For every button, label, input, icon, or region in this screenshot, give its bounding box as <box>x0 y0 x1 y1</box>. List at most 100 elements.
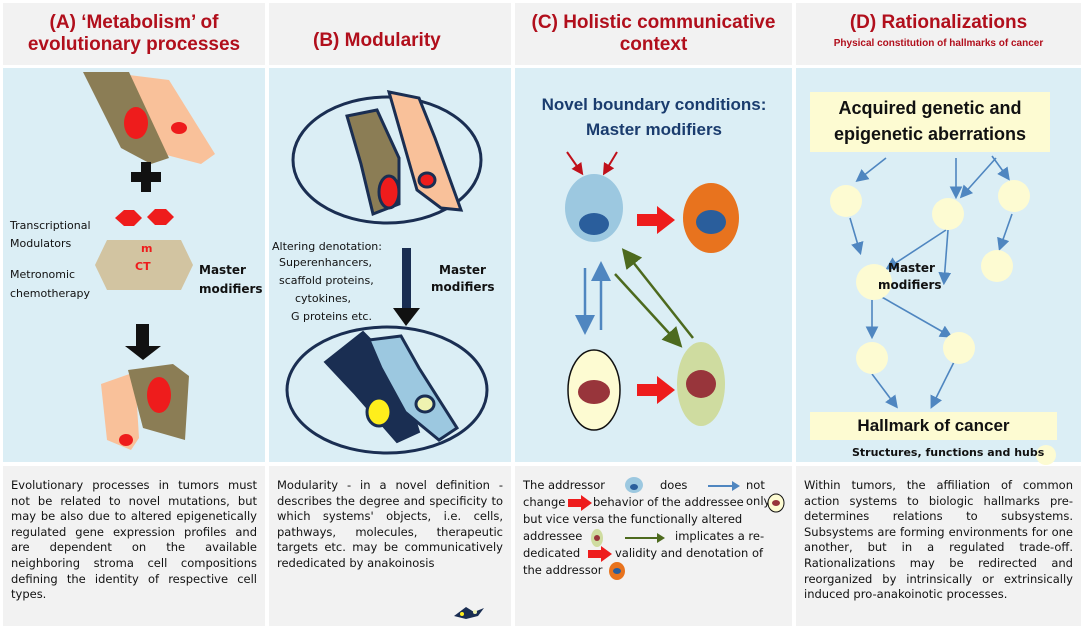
peach-cell-top <box>121 74 215 164</box>
c-text-dedicated: dedicated <box>523 546 581 560</box>
red-nucleus <box>124 107 148 139</box>
down-arrow-icon <box>136 324 149 348</box>
aberrations-line1: Acquired genetic and <box>838 98 1022 118</box>
panel-a-title-line1: (A) ‘Metabolism’ of <box>49 12 219 33</box>
label-modulators: Modulators <box>10 237 72 250</box>
network-arrow <box>879 295 953 338</box>
panel-c-title-line1: (C) Holistic communicative <box>531 12 776 33</box>
panel-a-illustration: Transcriptional Modulators Metronomic ch… <box>3 68 265 462</box>
red-nucleus <box>377 174 401 210</box>
altered-addressee-mini-icon <box>591 529 603 547</box>
peach-cell <box>386 90 464 212</box>
panel-d-subtitle: Physical constitution of hallmarks of ca… <box>833 38 1044 49</box>
network-arrow <box>885 229 947 270</box>
addressee-mini-icon <box>767 493 785 513</box>
hub-node <box>830 185 862 217</box>
panel-b-header: (B) Modularity <box>269 3 511 65</box>
network-arrow <box>871 373 898 409</box>
modifiers-label: modifiers <box>199 282 263 296</box>
master-label: Master <box>439 263 486 277</box>
anakoinosis-cells-icon <box>454 607 484 619</box>
alter-item: Superenhancers, <box>279 256 372 269</box>
label-metronomic: Metronomic <box>10 268 76 281</box>
network-arrow <box>959 157 997 199</box>
hub-node <box>981 250 1013 282</box>
panel-b-title: (B) Modularity <box>313 30 441 51</box>
navy-cell <box>323 330 421 444</box>
hub-legend-icon <box>1036 445 1056 465</box>
tan-hexagon-icon <box>95 240 193 290</box>
red-nucleus <box>417 171 437 189</box>
panel-c-description: The addressor does not only change behav… <box>515 466 792 626</box>
hub-node <box>856 264 892 300</box>
red-arrow-icon <box>637 376 675 404</box>
panel-d-graphics <box>810 155 1057 465</box>
down-arrow-head <box>393 308 420 326</box>
hex-label-m: m <box>141 242 153 255</box>
panel-b-description: Modularity - in a novel definition - des… <box>269 466 511 626</box>
panel-a-graphics <box>83 72 215 450</box>
panel-d-header: (D) Rationalizations Physical constituti… <box>796 3 1081 65</box>
panel-c-header: (C) Holistic communicative context <box>515 3 792 65</box>
altered-addressee-nucleus <box>686 370 716 398</box>
red-nucleus <box>119 434 133 446</box>
c-text-does: does <box>660 478 688 492</box>
hex-label-ct: CT <box>135 260 151 273</box>
panel-c-title-line2: context <box>619 34 688 55</box>
boundary-conditions-label: Novel boundary conditions: <box>541 95 767 114</box>
aberrations-line2: epigenetic aberrations <box>833 124 1027 144</box>
green-arrow-mini-icon <box>625 533 665 543</box>
alter-item: G proteins etc. <box>291 310 372 323</box>
red-nucleus <box>147 377 171 413</box>
panel-c-illustration: Novel boundary conditions: Master modifi… <box>515 68 792 462</box>
plus-icon-v <box>141 162 151 192</box>
panel-a-title-line2: evolutionary processes <box>27 34 241 55</box>
c-text-addressor: The addressor <box>523 478 605 492</box>
addressor-nucleus <box>579 213 609 235</box>
light-blue-cell <box>366 334 460 442</box>
panel-d-description: Within tumors, the affiliation of common… <box>796 466 1081 626</box>
c-text-the-addressor: the addressor <box>523 563 603 577</box>
orange-nucleus <box>696 210 726 234</box>
addressor-mini-icon <box>625 477 643 493</box>
label-transcriptional: Transcriptional <box>10 219 91 232</box>
network-arrow <box>849 217 864 256</box>
modifiers-label: modifiers <box>431 280 495 294</box>
red-arrow-icon <box>637 206 675 234</box>
alter-item: scaffold proteins, <box>279 274 374 287</box>
yellow-nucleus <box>365 396 393 428</box>
green-arrow-down <box>614 273 683 348</box>
structures-label: Structures, functions and hubs <box>852 446 1045 459</box>
c-text-not-only: not only <box>746 478 771 508</box>
network-arrow <box>997 213 1013 252</box>
c-text-implicates: implicates a re- <box>675 529 765 543</box>
c-text-validity: validity and denotation of <box>615 546 764 560</box>
label-chemotherapy: chemotherapy <box>10 287 91 300</box>
panel-a-header: (A) ‘Metabolism’ of evolutionary process… <box>3 3 265 65</box>
down-arrow-icon <box>402 248 411 310</box>
network-arrow <box>930 357 957 409</box>
hallmark-box <box>810 412 1057 440</box>
panel-a-description: Evolutionary processes in tumors must no… <box>3 466 265 626</box>
red-hexagon-icon <box>147 209 174 225</box>
hub-node <box>943 332 975 364</box>
orange-cell-mini-icon <box>609 562 625 580</box>
addressee-nucleus <box>578 380 610 404</box>
panel-d-illustration: Acquired genetic and epigenetic aberrati… <box>796 68 1081 465</box>
red-nucleus <box>171 122 187 134</box>
modifiers-label: modifiers <box>878 278 942 292</box>
red-arrow-mini-icon <box>568 495 592 511</box>
panel-c-graphics <box>565 151 739 431</box>
panel-b-graphics <box>285 90 489 455</box>
panel-b-text: Modularity - in a novel definition - des… <box>277 478 503 570</box>
green-arrow-up <box>621 248 694 339</box>
hub-node <box>856 342 888 374</box>
incoming-arrow <box>566 151 584 176</box>
pale-nucleus <box>414 394 436 414</box>
alter-item: cytokines, <box>295 292 351 305</box>
network-arrow <box>938 229 952 286</box>
blue-arrow-mini-icon <box>708 481 740 491</box>
c-text-change: change <box>523 495 566 509</box>
top-ellipse <box>291 95 483 225</box>
c-text-addressee: addressee <box>523 529 583 543</box>
